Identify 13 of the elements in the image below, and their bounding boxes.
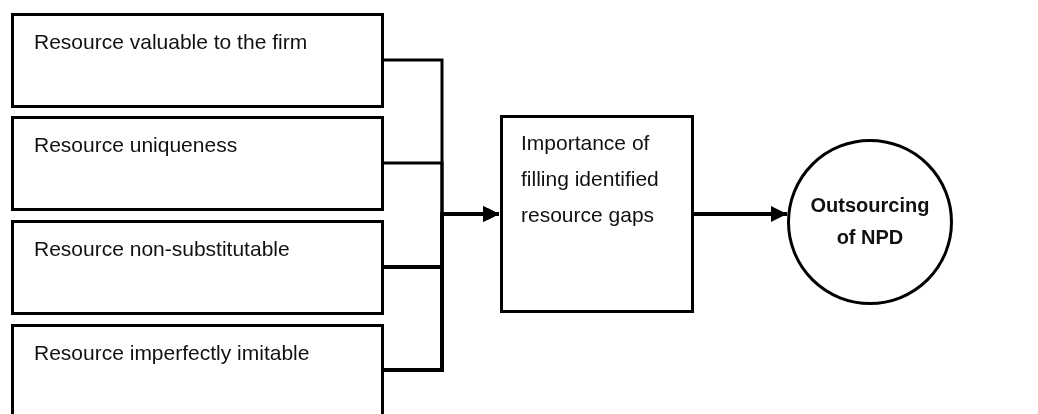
arrow [694,206,787,222]
node-label: Resource imperfectly imitable [34,340,311,366]
process-box [11,220,384,315]
arrow [384,206,499,372]
node-label: Resource valuable to the firm [34,29,309,55]
node-label: Importance of filling identified resource gaps [521,130,660,228]
process-box [11,116,384,211]
node-label: Outsourcing of NPD [809,193,931,250]
process-box [500,115,694,313]
node-label: Resource non-substitutable [34,236,291,262]
node-label: Resource uniqueness [34,132,239,158]
process-box [11,13,384,108]
process-box [11,324,384,414]
